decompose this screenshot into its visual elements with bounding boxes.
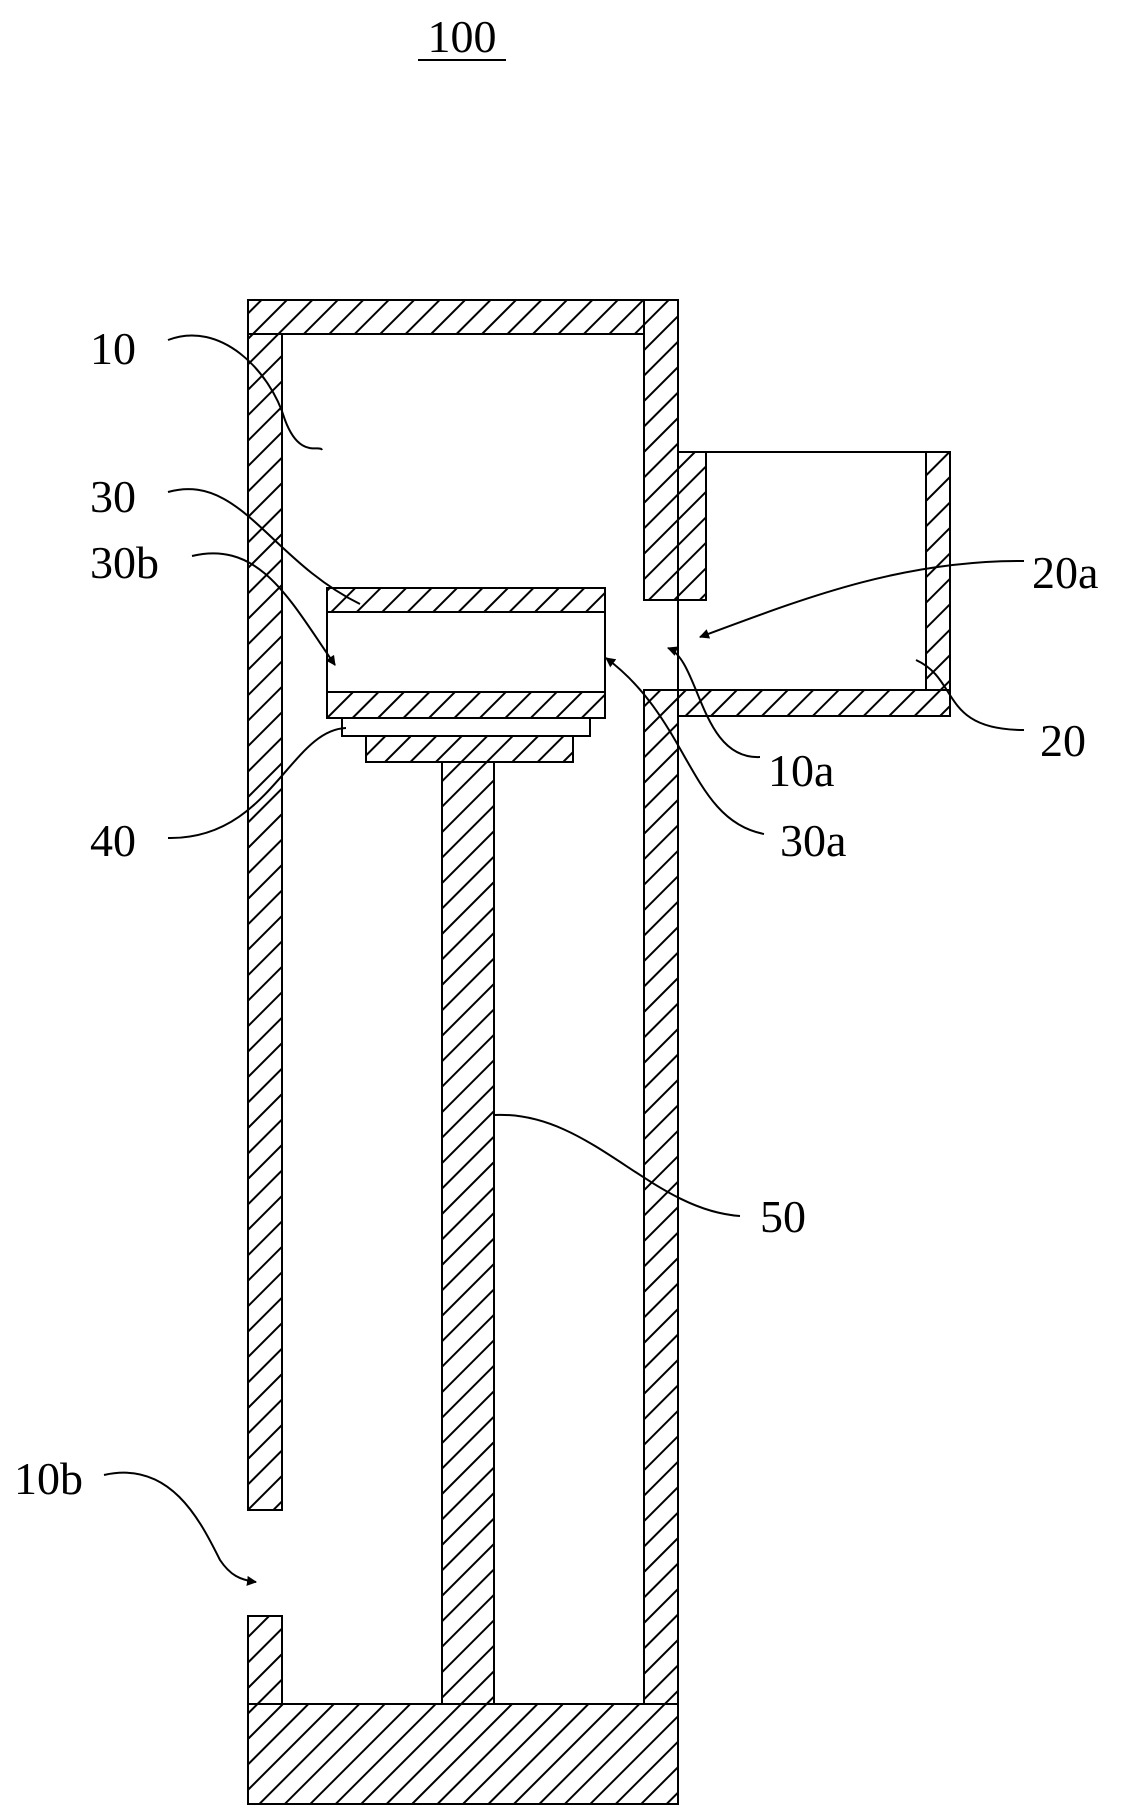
plate-40-base: [365, 735, 574, 763]
leader-20a: [699, 559, 1025, 639]
label-30b: 30b: [90, 537, 159, 588]
label-10: 10: [90, 323, 136, 374]
leaders: [103, 334, 1025, 1586]
leader-10: [167, 334, 323, 451]
leader-30b: [191, 552, 336, 666]
reservoir-bottom-wall: [677, 689, 951, 717]
rod-50: [441, 761, 495, 1705]
label-20: 20: [1040, 715, 1086, 766]
leader-30a: [605, 657, 765, 835]
housing-10: [247, 299, 679, 1805]
housing-right-wall-lower: [643, 689, 679, 1709]
reservoir-right-wall: [925, 451, 951, 717]
leader-10b: [103, 1471, 257, 1586]
plate-40: [341, 717, 591, 737]
component-40: [341, 717, 591, 763]
leader-40: [167, 727, 347, 840]
reservoir-20: [677, 451, 951, 717]
label-50: 50: [760, 1191, 806, 1242]
figure-title: 100: [428, 11, 497, 62]
label-30a: 30a: [780, 815, 846, 866]
label-10a: 10a: [768, 745, 834, 796]
housing-left-wall-lower: [247, 1615, 283, 1709]
leader-30: [167, 488, 361, 605]
label-40: 40: [90, 815, 136, 866]
housing-left-wall-upper: [247, 299, 283, 1511]
label-10b: 10b: [14, 1453, 83, 1504]
leader-50: [493, 1113, 741, 1217]
leader-20: [915, 659, 1025, 731]
leader-10a: [667, 646, 761, 759]
component-30: [326, 587, 606, 719]
housing-bottom-wall: [247, 1703, 679, 1805]
chamber-top-plate: [326, 587, 606, 613]
housing-right-wall-upper: [643, 299, 679, 601]
chamber-bottom-plate: [326, 691, 606, 719]
housing-top-wall: [247, 299, 679, 335]
label-30: 30: [90, 471, 136, 522]
label-20a: 20a: [1032, 547, 1098, 598]
reservoir-inner-wall: [677, 451, 707, 601]
